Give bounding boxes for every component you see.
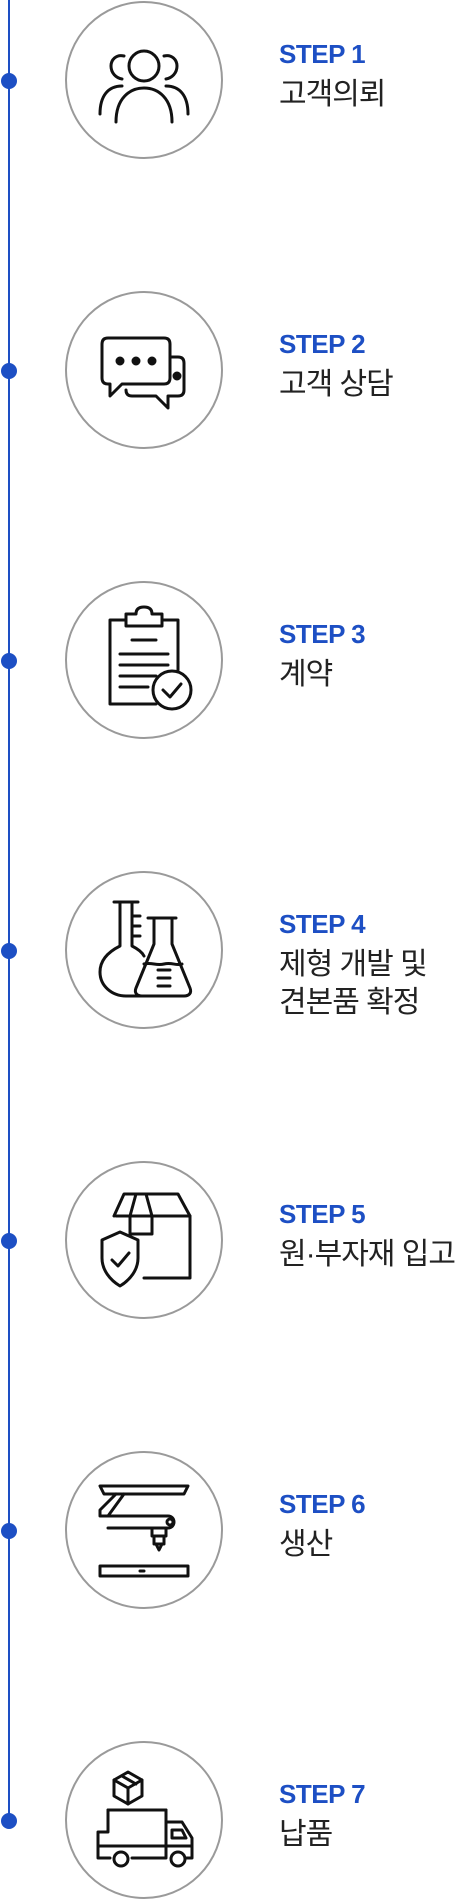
timeline-dot — [1, 1813, 17, 1829]
step-icon-circle — [65, 1161, 223, 1319]
step-1: STEP 1 고객의뢰 — [0, 0, 462, 160]
lab-flasks-icon — [98, 900, 193, 998]
step-text: STEP 2 고객 상담 — [279, 328, 394, 404]
step-title-line: 제형 개발 및 — [279, 948, 428, 981]
timeline-dot — [1, 363, 17, 379]
step-icon-circle — [65, 1451, 223, 1609]
step-title: 고객 상담 — [279, 366, 394, 404]
step-title-line: 원·부자재 입고 — [279, 1238, 456, 1271]
step-title-line: 견본품 확정 — [279, 986, 420, 1019]
timeline-dot — [1, 1523, 17, 1539]
step-text: STEP 4 제형 개발 및 견본품 확정 — [279, 908, 428, 1022]
step-title-line: 고객의뢰 — [279, 78, 386, 111]
step-icon-circle — [65, 291, 223, 449]
step-title-line: 납품 — [279, 1818, 333, 1851]
step-icon-circle — [65, 871, 223, 1029]
step-label: STEP 3 — [279, 619, 366, 649]
step-icon-circle — [65, 1741, 223, 1899]
step-label: STEP 6 — [279, 1489, 366, 1519]
step-title: 생산 — [279, 1526, 365, 1564]
step-3: STEP 3 계약 — [0, 580, 462, 740]
delivery-truck-icon — [96, 1770, 194, 1868]
step-label: STEP 1 — [279, 39, 366, 69]
step-title-line: 계약 — [279, 658, 333, 691]
step-title: 납품 — [279, 1816, 365, 1854]
step-title: 원·부자재 입고 — [279, 1236, 456, 1274]
step-text: STEP 1 고객의뢰 — [279, 38, 386, 114]
timeline-line — [8, 0, 10, 1824]
step-7: STEP 7 납품 — [0, 1740, 462, 1900]
step-label: STEP 4 — [279, 909, 366, 939]
timeline-dot — [1, 73, 17, 89]
step-title-line: 고객 상담 — [279, 368, 394, 401]
users-icon — [98, 49, 190, 124]
clipboard-check-icon — [108, 605, 193, 711]
chat-bubbles-icon — [100, 336, 186, 410]
step-icon-circle — [65, 581, 223, 739]
robot-arm-icon — [98, 1484, 190, 1578]
step-icon-circle — [65, 1, 223, 159]
step-6: STEP 6 생산 — [0, 1450, 462, 1610]
step-label: STEP 7 — [279, 1779, 366, 1809]
timeline-dot — [1, 1233, 17, 1249]
timeline-dot — [1, 653, 17, 669]
step-text: STEP 3 계약 — [279, 618, 366, 694]
step-text: STEP 5 원·부자재 입고 — [279, 1198, 456, 1274]
step-label: STEP 5 — [279, 1199, 366, 1229]
package-shield-icon — [100, 1192, 192, 1288]
step-4: STEP 4 제형 개발 및 견본품 확정 — [0, 870, 462, 1030]
step-label: STEP 2 — [279, 329, 366, 359]
step-5: STEP 5 원·부자재 입고 — [0, 1160, 462, 1320]
step-2: STEP 2 고객 상담 — [0, 290, 462, 450]
step-title: 계약 — [279, 656, 365, 694]
step-title-line: 생산 — [279, 1528, 333, 1561]
step-title: 고객의뢰 — [279, 76, 386, 114]
step-text: STEP 7 납품 — [279, 1778, 366, 1854]
step-text: STEP 6 생산 — [279, 1488, 366, 1564]
step-title: 제형 개발 및 견본품 확정 — [279, 946, 428, 1022]
timeline-dot — [1, 943, 17, 959]
